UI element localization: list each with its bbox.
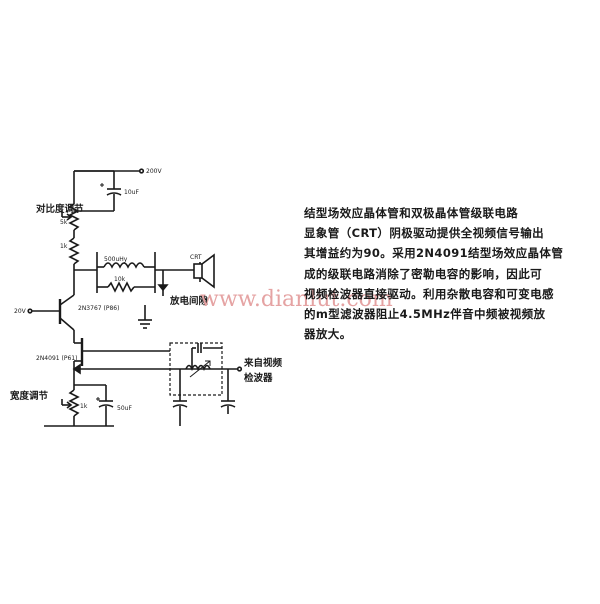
supply-voltage-label: 200V [146,168,162,175]
description-line: 成的级联电路消除了密勒电容的影响，因此可 [304,266,542,281]
contrast-pot-value: 5k [60,219,68,226]
description-line: 其增益约为90。采用2N4091结型场效应晶体管 [304,246,564,261]
description-line: 视频检波器直接驱动。利用杂散电容和可变电感 [304,286,554,301]
peaking-resistor-value: 10k [114,276,126,283]
video-source-label-line1: 来自视频 [243,357,283,369]
discharge-gap-label: 放电间隙 [169,295,209,307]
supply-rail [73,168,145,212]
crt-label: CRT [190,254,202,261]
width-capacitor-value: 50uF [117,405,132,412]
width-pot-value: 1k [80,403,88,410]
trap-filter [72,342,243,426]
width-control-label: 宽度调节 [9,390,49,402]
description-line: 器放大。 [304,327,352,342]
description-line: 结型场效应晶体管和双极晶体管级联电路 [304,206,519,220]
contrast-potentiometer [61,200,80,238]
bjt-transistor [27,294,75,343]
bias-voltage-label: 20V [14,308,27,315]
bjt-part-label: 2N3767 (P86) [78,305,119,312]
jfet-part-label: 2N4091 (P61) [36,355,77,362]
crt-icon [193,253,215,289]
description-line: 的m型滤波器阻止4.5MHz伴音中频被视频放 [304,307,546,322]
ground-symbol [138,305,152,329]
video-source-label-line2: 检波器 [244,372,273,384]
bias-resistor-value: 1k [60,243,68,250]
bias-resistor [68,237,80,295]
jfet-transistor [73,338,170,385]
description-text: 结型场效应晶体管和双极晶体管级联电路 显象管（CRT）阴极驱动提供全视频信号输出… [304,203,600,351]
description-line: 显象管（CRT）阴极驱动提供全视频信号输出 [304,226,545,241]
width-control-network [44,384,114,427]
supply-capacitor-label: 10uF [124,189,139,196]
peaking-inductor-value: 500uHy [104,256,128,263]
contrast-control-label: 对比度调节 [36,203,84,215]
peaking-network [74,252,156,293]
watermark: www.dianlut.com [200,287,393,312]
